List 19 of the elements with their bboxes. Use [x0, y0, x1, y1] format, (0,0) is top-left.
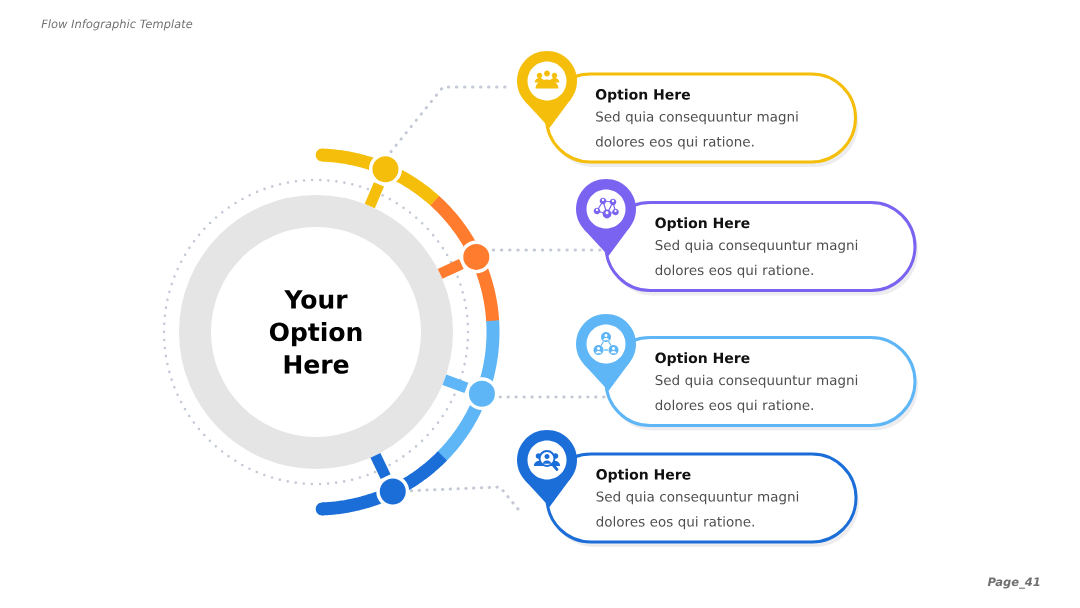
body-text: Sed quia consequuntur magni dolores eos qui ratione.: [655, 239, 858, 278]
page-number: Page_41: [987, 577, 1040, 589]
connector-bar: [437, 258, 464, 279]
connector-bar: [442, 374, 469, 394]
connector-bar: [364, 182, 385, 209]
body-text: Sed quia consequuntur magni dolores eos qui ratione.: [596, 491, 799, 530]
leader-line: [491, 248, 602, 252]
leader-line: [498, 395, 606, 399]
leader-line: [389, 85, 507, 154]
title: Flow Infographic Template: [41, 19, 193, 31]
connector-bar: [370, 453, 391, 479]
body-text: Sed quia consequuntur magni dolores eos qui ratione.: [655, 374, 858, 413]
body-text: Sed quia consequuntur magni dolores eos qui ratione.: [595, 111, 798, 150]
heading: Option Here: [595, 88, 690, 103]
arc-dot: [376, 475, 410, 508]
heading: Option Here: [655, 217, 750, 231]
heading: Option Here: [655, 352, 750, 366]
heading: Option Here: [596, 468, 691, 483]
leader-line: [409, 485, 520, 511]
